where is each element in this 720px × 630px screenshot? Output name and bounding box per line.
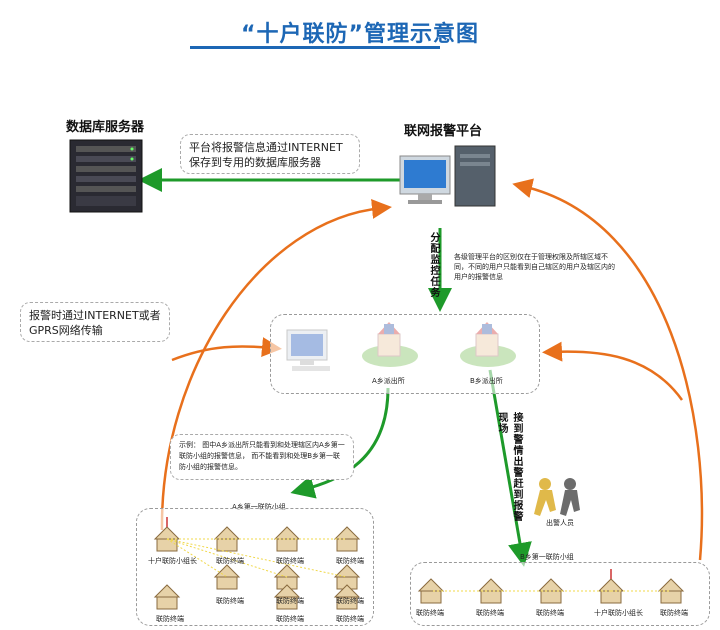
arrow-group-b-to-platform bbox=[512, 178, 704, 561]
station-zone bbox=[270, 314, 540, 394]
group-a-houses bbox=[153, 517, 361, 610]
arrow-group-b-to-station bbox=[542, 341, 684, 401]
note-example: 示例： 图中A乡派出所只能看到和处理辖区内A乡第一联防小组的报警信息， 而不能看… bbox=[170, 434, 354, 480]
group-a-terminal-label: 联防终端 bbox=[276, 597, 304, 605]
police-people-icon bbox=[534, 478, 580, 516]
arrow-station-b-to-group-b bbox=[488, 369, 532, 567]
group-b-terminal-label: 联防终端 bbox=[536, 609, 564, 617]
group-a-terminal-label: 联防终端 bbox=[336, 557, 364, 565]
note-alarm-transmit: 报警时通过INTERNET或者GPRS网络传输 bbox=[20, 302, 170, 342]
note-management-desc: 各级管理平台的区别仅在于管理权限及所辖区域不同，不同的用户只能看到自己辖区的用户… bbox=[454, 253, 615, 281]
db-server-label: 数据库服务器 bbox=[66, 120, 145, 135]
platform-computer-icon bbox=[399, 145, 496, 207]
group-a-leader-label: 十户联防小组长 bbox=[148, 557, 197, 565]
group-a-terminal-label: 联防终端 bbox=[156, 615, 184, 623]
arrow-group-a-to-platform bbox=[160, 199, 392, 531]
group-b-zone bbox=[410, 562, 710, 626]
group-b-houses bbox=[417, 569, 685, 604]
arrow-station-a-to-group-a bbox=[290, 387, 390, 499]
group-b-terminal-label: 联防终端 bbox=[476, 609, 504, 617]
group-b-terminal-label: 联防终端 bbox=[416, 609, 444, 617]
group-a-terminal-label: 联防终端 bbox=[336, 615, 364, 623]
group-b-leader-label: 十户联防小组长 bbox=[594, 609, 643, 617]
label-dispatch: 分配监控任务 bbox=[428, 232, 439, 298]
note-platform-to-db: 平台将报警信息通过INTERNET保存到专用的数据库服务器 bbox=[180, 134, 360, 174]
page-title: “十户联防”管理示意图 bbox=[241, 22, 479, 47]
group-a-zone bbox=[136, 508, 374, 626]
police-people-label: 出警人员 bbox=[546, 519, 574, 527]
group-a-terminal-label: 联防终端 bbox=[216, 597, 244, 605]
title-underline bbox=[190, 46, 440, 49]
platform-label: 联网报警平台 bbox=[404, 124, 483, 139]
group-a-terminal-label: 联防终端 bbox=[336, 597, 364, 605]
group-a-terminal-label: 联防终端 bbox=[276, 557, 304, 565]
group-b-label: B乡第一联防小组 bbox=[520, 553, 574, 561]
group-a-label: A乡第一联防小组 bbox=[232, 503, 286, 511]
label-respond: 接到警情出警赶到报警现场 bbox=[496, 412, 522, 522]
station-b-label: B乡派出所 bbox=[470, 377, 503, 385]
group-b-terminal-label: 联防终端 bbox=[660, 609, 688, 617]
group-a-terminal-label: 联防终端 bbox=[276, 615, 304, 623]
group-a-terminal-label: 联防终端 bbox=[216, 557, 244, 565]
station-a-label: A乡派出所 bbox=[372, 377, 405, 385]
database-server-icon bbox=[69, 139, 143, 213]
arrow-group-a-to-stations bbox=[171, 337, 282, 362]
